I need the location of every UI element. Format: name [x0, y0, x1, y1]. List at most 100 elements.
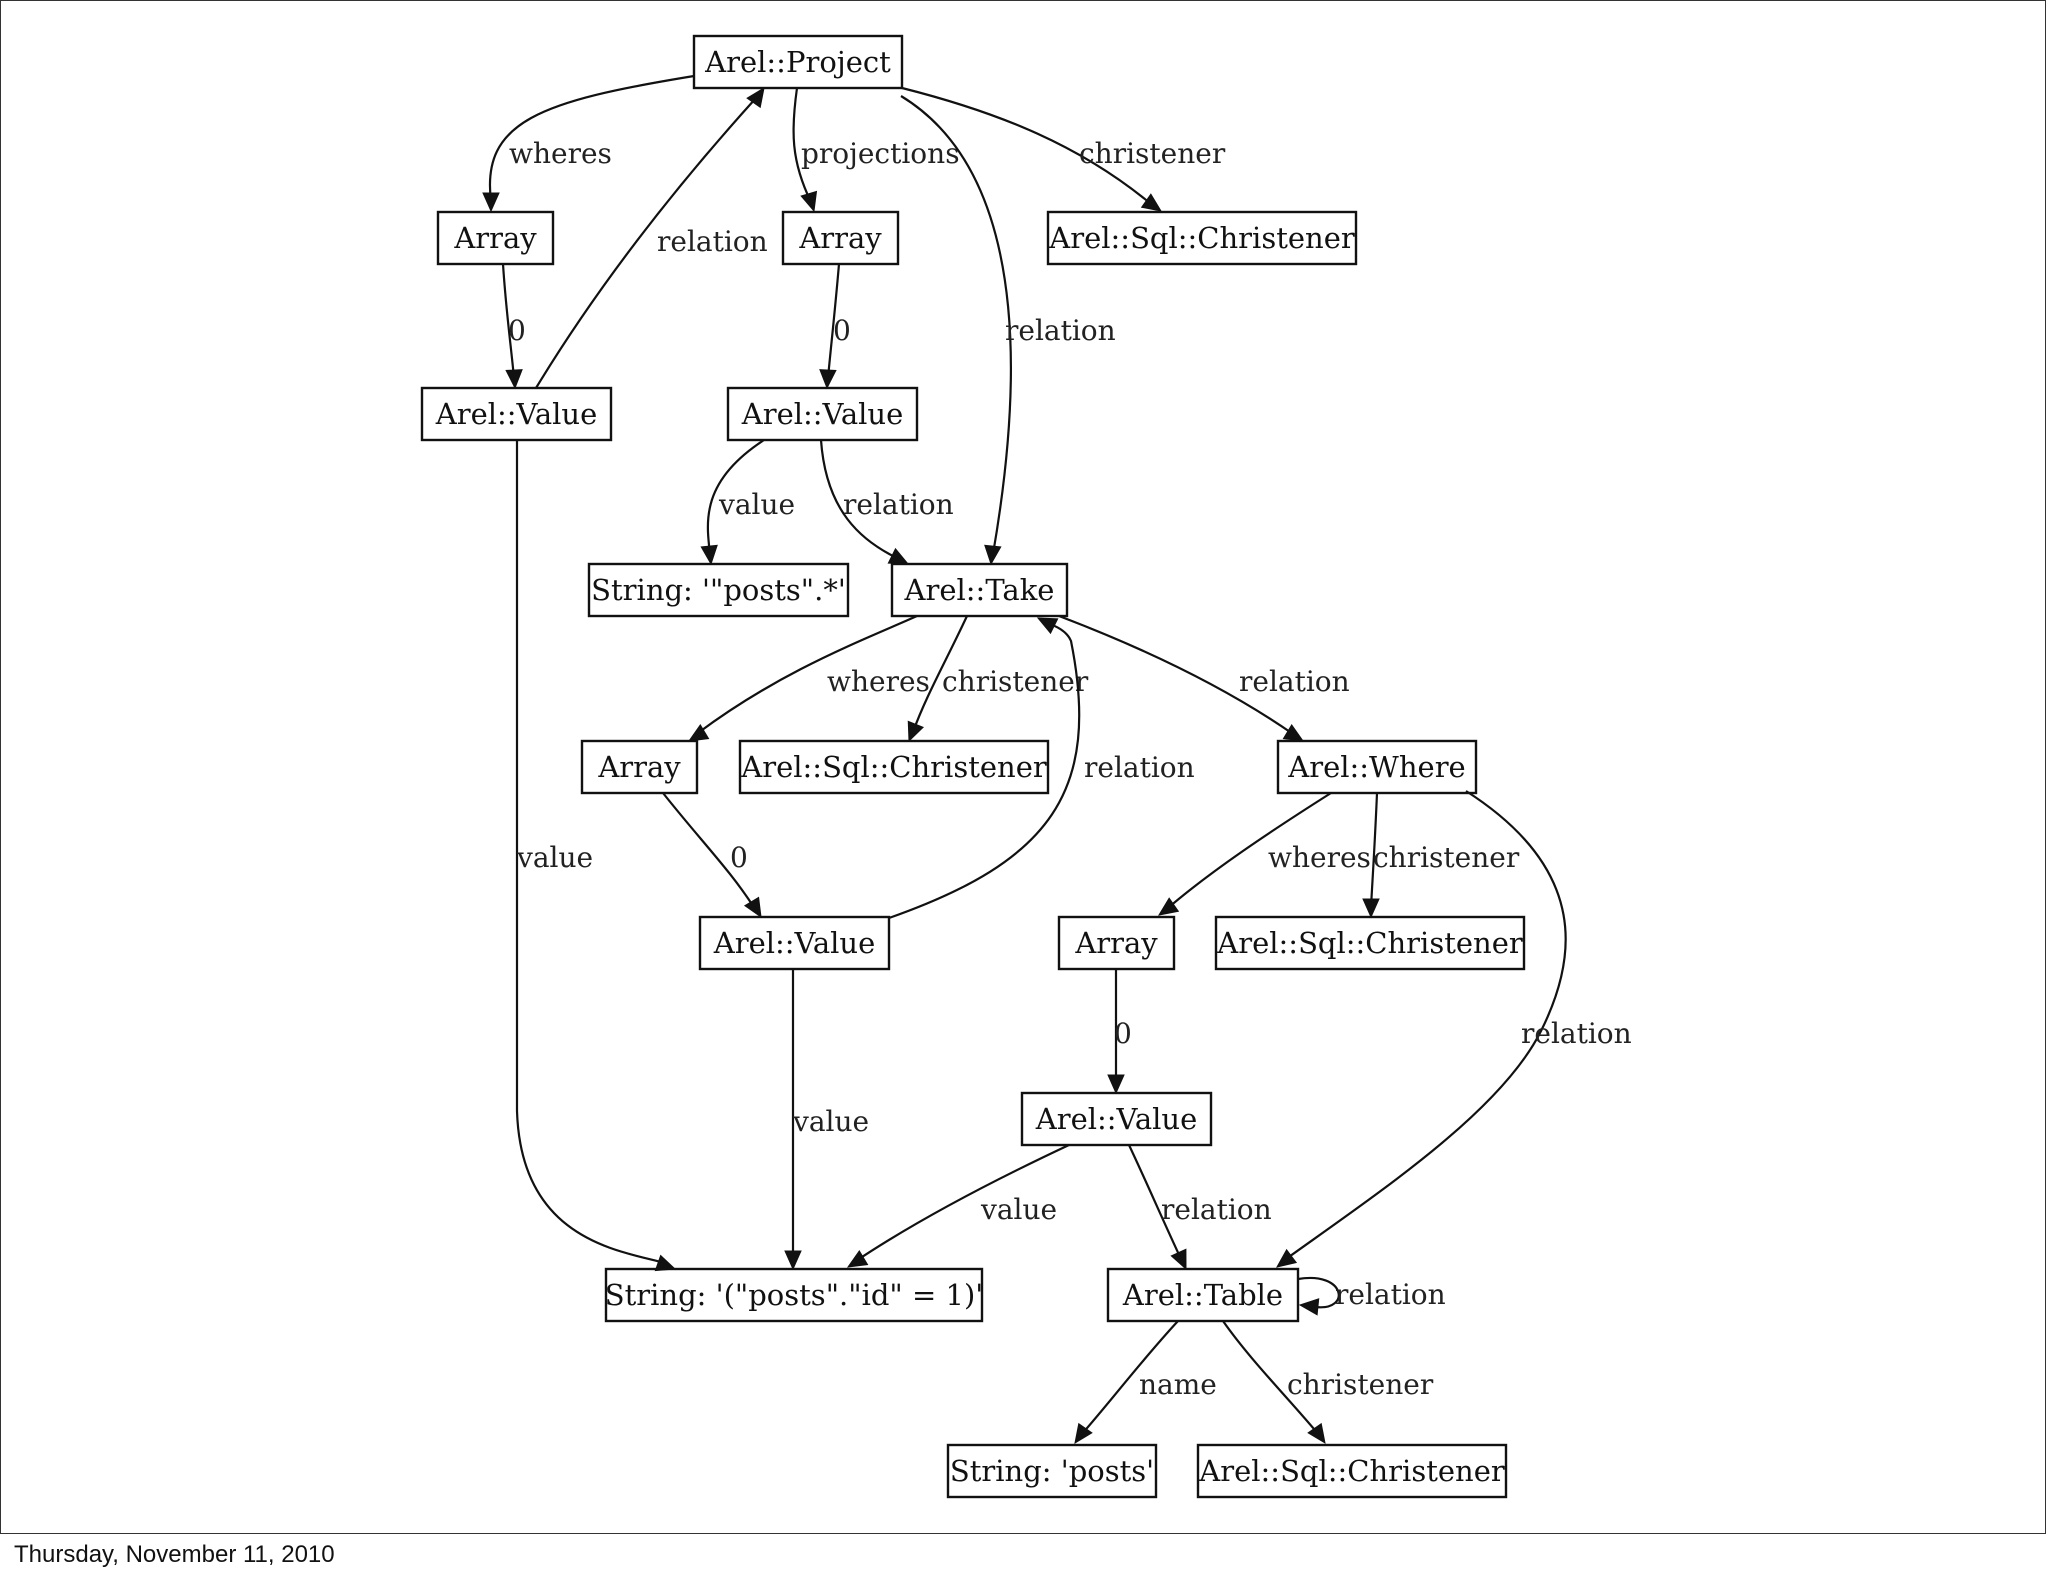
- edge-label: relation: [843, 488, 954, 521]
- node-label: Arel::Where: [1287, 750, 1465, 784]
- node-box: [587, 562, 850, 618]
- arrowhead: [1074, 1422, 1093, 1445]
- edge-line: [706, 439, 765, 555]
- node-take: Arel::Take: [890, 562, 1069, 618]
- node-box: [436, 210, 555, 266]
- edge-line: [1167, 792, 1332, 909]
- edge-val2-to-str_posts_star: value: [700, 439, 795, 566]
- node-label: Array: [798, 221, 882, 255]
- edge-table-to-chr4: christener: [1222, 1320, 1434, 1445]
- node-box: [1214, 915, 1526, 971]
- edge-project-to-chr1: christener: [901, 86, 1226, 212]
- node-arr3: Array: [580, 739, 699, 795]
- edge-line: [697, 614, 918, 734]
- edge-take-to-where: relation: [1058, 614, 1350, 742]
- node-label: Array: [597, 750, 681, 784]
- node-box: [946, 1443, 1158, 1499]
- node-where: Arel::Where: [1276, 739, 1478, 795]
- arrowhead: [700, 544, 718, 566]
- node-val1: Arel::Value: [420, 386, 613, 442]
- edge-line: [1080, 1320, 1179, 1436]
- edge-label: wheres: [509, 137, 612, 170]
- node-label: Arel::Value: [1035, 1102, 1197, 1136]
- arrowhead: [743, 896, 762, 919]
- arrowhead: [1170, 1248, 1187, 1271]
- edge-label: wheres: [827, 665, 930, 698]
- node-str_posts_star: String: '"posts".*': [587, 562, 850, 618]
- edge-line: [1297, 1276, 1340, 1309]
- arrowhead: [1362, 898, 1380, 919]
- edge-label: relation: [1161, 1193, 1272, 1226]
- edge-label: value: [516, 841, 593, 874]
- node-box: [726, 386, 919, 442]
- edge-label: value: [980, 1193, 1057, 1226]
- edge-val1-to-project: relation: [535, 86, 768, 389]
- edge-label: relation: [657, 225, 768, 258]
- edge-arr4-to-val4: 0: [1107, 969, 1132, 1095]
- node-chr1: Arel::Sql::Christener: [1046, 210, 1358, 266]
- edge-label: value: [792, 1105, 869, 1138]
- edge-label: 0: [508, 314, 526, 347]
- node-box: [1106, 1267, 1300, 1323]
- edge-line: [488, 74, 695, 202]
- node-box: [1196, 1443, 1508, 1499]
- edge-table-to-str_posts: name: [1074, 1320, 1217, 1445]
- arrowhead: [887, 547, 910, 565]
- edge-label: projections: [801, 137, 960, 170]
- edge-line: [1222, 1320, 1320, 1436]
- node-chr3: Arel::Sql::Christener: [1214, 915, 1526, 971]
- edge-project-to-take: relation: [900, 95, 1116, 566]
- edge-label: relation: [1239, 665, 1350, 698]
- edge-line: [855, 1144, 1070, 1262]
- node-box: [698, 915, 891, 971]
- arrowhead: [1157, 897, 1180, 916]
- slide-date: Thursday, November 11, 2010: [14, 1541, 335, 1568]
- node-box: [1046, 210, 1358, 266]
- node-box: [781, 210, 900, 266]
- edge-label: christener: [1373, 841, 1520, 874]
- node-project: Arel::Project: [692, 34, 904, 90]
- edge-val3-to-str_id: value: [784, 969, 869, 1271]
- edge-line: [826, 263, 841, 379]
- node-label: Arel::Table: [1122, 1278, 1283, 1312]
- edge-line: [662, 792, 756, 910]
- edge-label: relation: [1005, 314, 1116, 347]
- edge-project-to-arr2: projections: [792, 87, 960, 213]
- edge-label: 0: [833, 314, 851, 347]
- arrowhead: [1140, 193, 1163, 212]
- edge-line: [1285, 790, 1567, 1260]
- edge-label: relation: [1335, 1278, 1446, 1311]
- node-label: Arel::Sql::Christener: [1198, 1454, 1505, 1488]
- arrowhead: [1036, 617, 1059, 635]
- arrowhead: [1298, 1298, 1320, 1316]
- arrowhead: [907, 720, 925, 743]
- node-label: Array: [453, 221, 537, 255]
- edge-line: [900, 95, 1013, 555]
- node-arr1: Array: [436, 210, 555, 266]
- edge-line: [792, 87, 812, 203]
- arrowhead: [505, 369, 523, 390]
- edge-line: [901, 86, 1152, 205]
- node-label: Arel::Sql::Christener: [740, 750, 1047, 784]
- edge-label: relation: [1521, 1017, 1632, 1050]
- edge-label: name: [1139, 1368, 1217, 1401]
- edge-line: [535, 97, 757, 389]
- edge-arr2-to-val2: 0: [819, 263, 851, 390]
- edge-take-to-chr2: christener: [907, 615, 1089, 743]
- node-label: String: '"posts".*': [591, 573, 846, 607]
- edge-label: christener: [1287, 1368, 1434, 1401]
- edge-label: 0: [1114, 1017, 1132, 1050]
- arrowhead: [800, 190, 818, 213]
- arrowhead: [1276, 1248, 1298, 1268]
- edge-label: relation: [1084, 751, 1195, 784]
- node-label: Arel::Sql::Christener: [1216, 926, 1523, 960]
- arrowhead: [819, 369, 837, 390]
- edge-take-to-arr3: wheres: [687, 614, 930, 742]
- arrowhead: [1107, 1074, 1125, 1095]
- edge-label: value: [718, 488, 795, 521]
- node-box: [1276, 739, 1478, 795]
- node-str_id: String: '("posts"."id" = 1)': [604, 1267, 984, 1323]
- node-box: [604, 1267, 984, 1323]
- node-table: Arel::Table: [1106, 1267, 1300, 1323]
